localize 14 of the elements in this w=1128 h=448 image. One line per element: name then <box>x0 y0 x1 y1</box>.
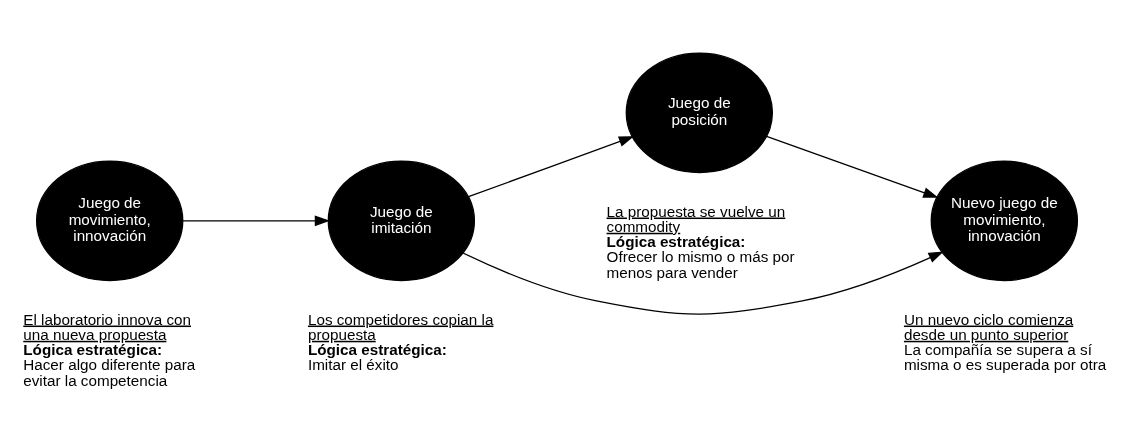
node-label: La propuesta se vuelve un commodity <box>606 202 786 235</box>
node-label: Un nuevo ciclo comienza desde un punto superior <box>903 310 1074 343</box>
arrow <box>467 136 635 198</box>
node-ellipse: Juego de posición <box>625 52 774 174</box>
arrow <box>765 135 939 198</box>
node-label: El laboratorio innova con una nueva propuesta <box>23 310 191 343</box>
node-ellipse: Juego de movimiento, innovación <box>36 160 184 282</box>
arrow <box>462 251 944 315</box>
node-ellipse: Nuevo juego de movimiento, innovación <box>930 160 1079 282</box>
arrow <box>182 215 331 227</box>
node-label: Los competidores copian la propuesta <box>307 310 494 343</box>
node-ellipse: Juego de imitación <box>327 160 476 282</box>
node-label: Lógica estratégica: <box>23 341 163 359</box>
node-label: Ofrecer lo mismo o más por menos para vender <box>606 248 795 281</box>
